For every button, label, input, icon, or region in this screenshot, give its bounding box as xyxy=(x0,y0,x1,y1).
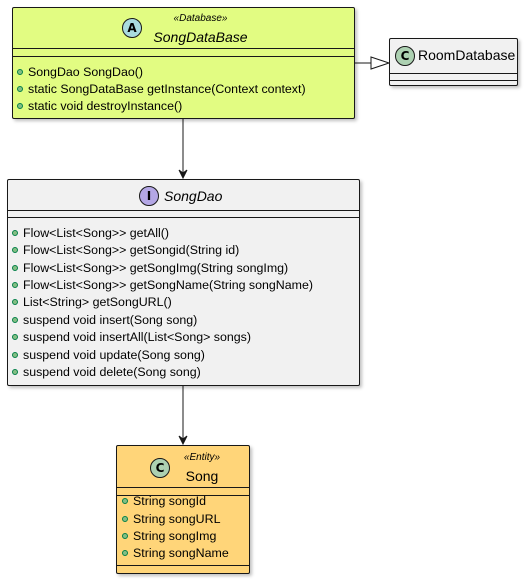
entity-stereotype: «Entity» xyxy=(183,452,221,463)
member-song-url: String songURL xyxy=(122,511,220,528)
separator xyxy=(390,80,517,81)
song-database-name: SongDataBase xyxy=(153,29,248,45)
member-get-songimg: Flow<List<Song>> getSongImg(String songI… xyxy=(12,260,288,277)
member-get-songname: Flow<List<Song>> getSongName(String song… xyxy=(12,277,313,294)
separator xyxy=(8,217,359,218)
member-get-all: Flow<List<Song>> getAll() xyxy=(12,225,169,242)
member-insert-all: suspend void insertAll(List<Song> songs) xyxy=(12,329,251,346)
member-get-instance: static SongDataBase getInstance(Context … xyxy=(17,81,306,98)
interface-icon: I xyxy=(139,186,159,206)
separator xyxy=(117,487,249,488)
member-insert: suspend void insert(Song song) xyxy=(12,312,197,329)
abstract-class-icon: A xyxy=(122,18,142,38)
song-entity-class: C «Entity» Song String songId String son… xyxy=(116,445,250,574)
separator xyxy=(390,73,517,74)
song-dao-name: SongDao xyxy=(164,188,223,204)
member-delete: suspend void delete(Song song) xyxy=(12,364,201,381)
separator xyxy=(8,210,359,211)
database-stereotype: «Database» xyxy=(173,13,228,24)
member-get-songurl: List<String> getSongURL() xyxy=(12,294,172,311)
separator xyxy=(117,495,249,496)
association-arrowhead-dao xyxy=(178,169,188,180)
song-database-class: A «Database» SongDataBase SongDao SongDa… xyxy=(12,7,355,119)
member-song-name: String songName xyxy=(122,545,229,562)
member-update: suspend void update(Song song) xyxy=(12,347,205,364)
song-dao-interface: I SongDao Flow<List<Song>> getAll() Flow… xyxy=(7,179,360,386)
association-arrowhead-song xyxy=(178,435,188,446)
separator xyxy=(13,56,354,57)
room-database-class: C RoomDatabase xyxy=(389,38,518,86)
member-get-songid: Flow<List<Song>> getSongid(String id) xyxy=(12,242,239,259)
separator xyxy=(13,48,354,49)
room-database-name: RoomDatabase xyxy=(418,47,516,63)
member-song-img: String songImg xyxy=(122,528,216,545)
inheritance-arrowhead xyxy=(370,56,391,70)
class-icon: C xyxy=(395,46,415,66)
class-icon: C xyxy=(150,458,170,478)
separator xyxy=(117,565,249,566)
member-songdao: SongDao SongDao() xyxy=(17,64,143,81)
member-destroy-instance: static void destroyInstance() xyxy=(17,98,182,115)
member-song-id: String songId xyxy=(122,493,206,510)
song-name: Song xyxy=(185,468,219,484)
